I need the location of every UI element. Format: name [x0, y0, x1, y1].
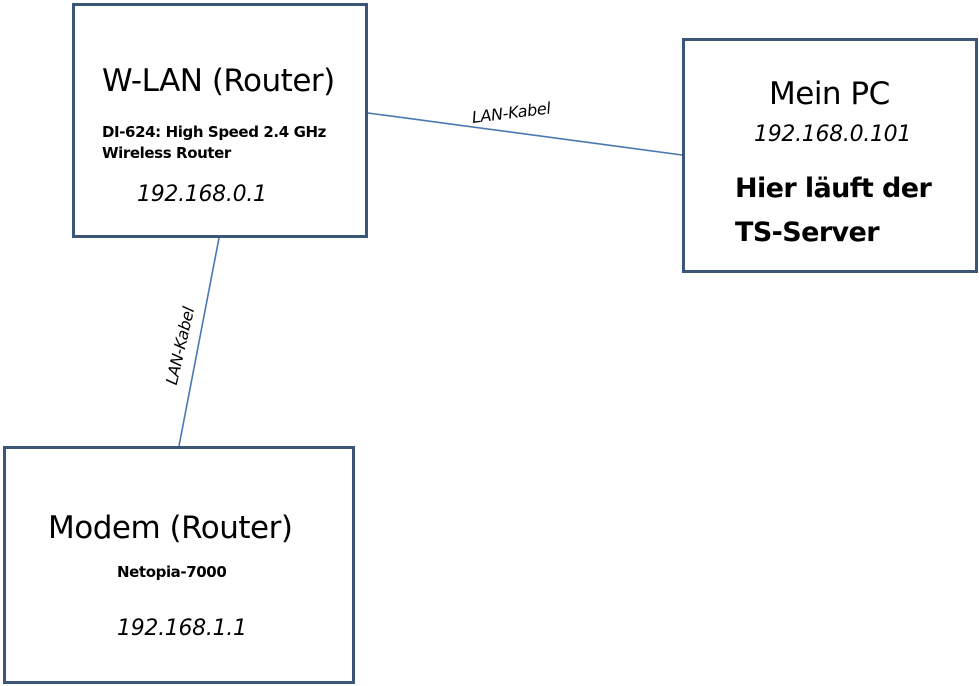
- edge-label-wlan-to-modem: LAN-Kabel: [161, 305, 199, 387]
- modem-router-box: [3, 446, 355, 684]
- modem-router-ip: 192.168.1.1: [117, 616, 247, 641]
- edge-label-wlan-to-pc: LAN-Kabel: [470, 98, 552, 127]
- modem-router-title: Modem (Router): [48, 510, 293, 546]
- wlan-router-box: [72, 3, 368, 238]
- wlan-router-model-line1: DI-624: High Speed 2.4 GHz: [102, 123, 326, 141]
- modem-router-model: Netopia-7000: [117, 563, 227, 581]
- my-pc-box: [682, 38, 978, 273]
- my-pc-ip: 192.168.0.101: [754, 122, 912, 147]
- my-pc-note-line2: TS-Server: [735, 217, 880, 248]
- my-pc-title: Mein PC: [769, 76, 890, 112]
- wlan-router-model-line2: Wireless Router: [102, 144, 231, 162]
- wlan-router-title: W-LAN (Router): [102, 63, 335, 99]
- wlan-router-ip: 192.168.0.1: [137, 182, 267, 207]
- my-pc-note-line1: Hier läuft der: [735, 173, 932, 204]
